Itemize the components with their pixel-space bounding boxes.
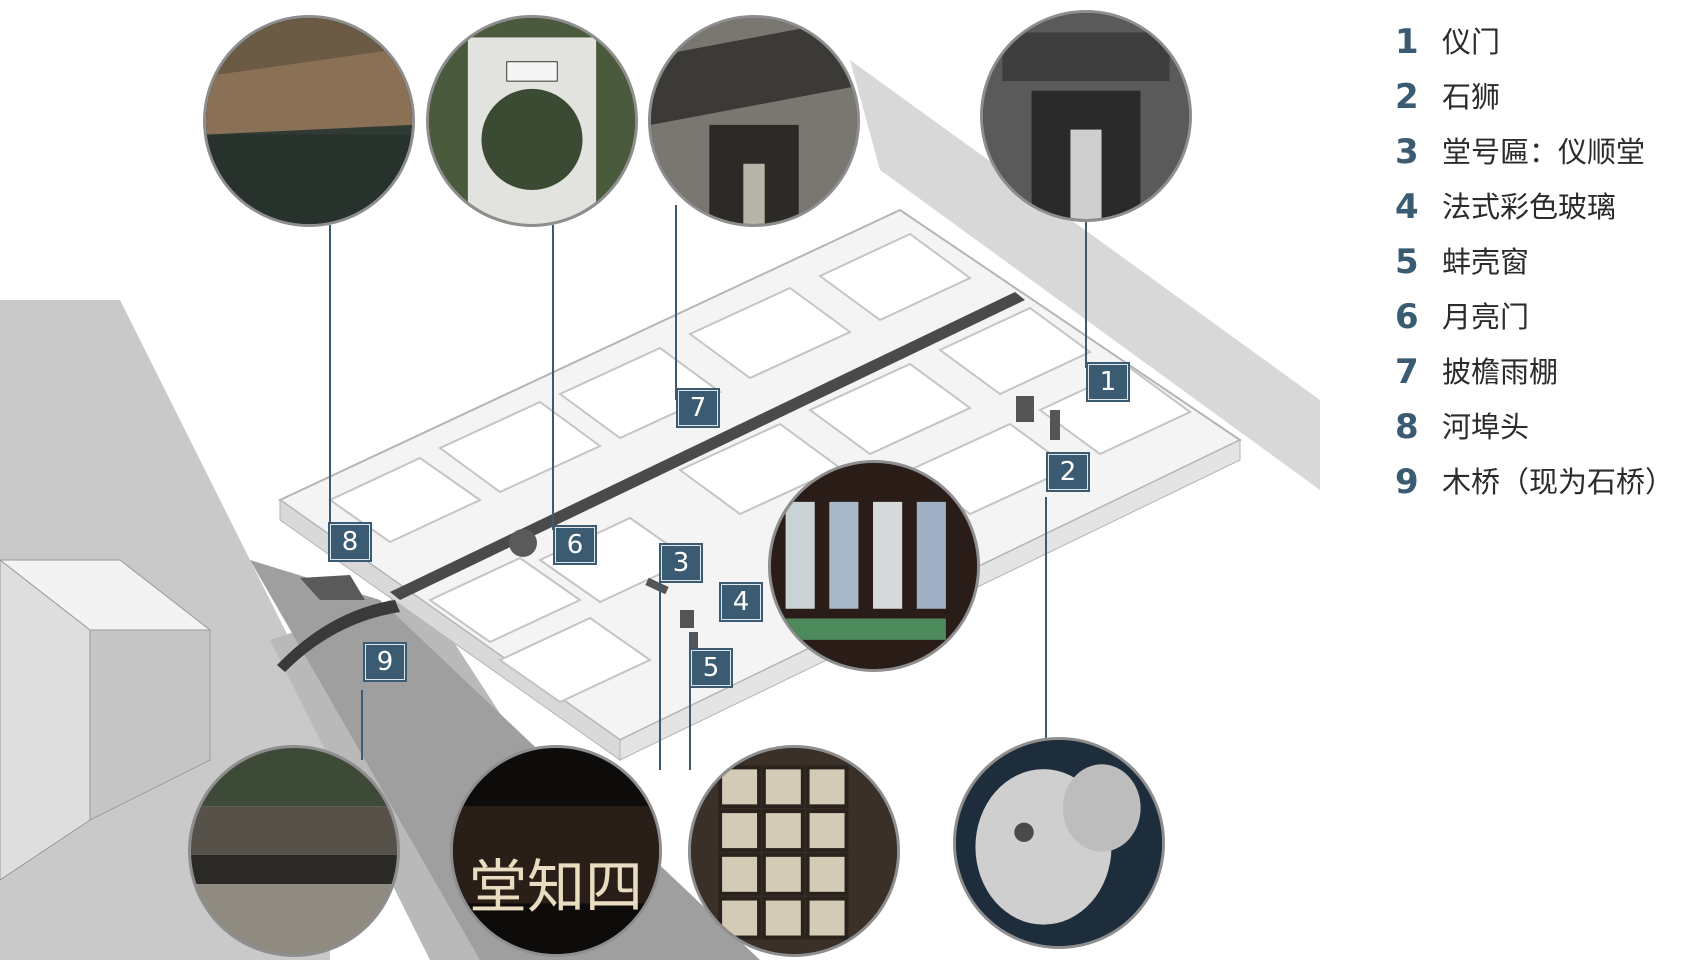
legend-label: 河埠头 — [1442, 410, 1530, 444]
room-lower-1 — [428, 556, 582, 644]
legend-number: 3 — [1395, 132, 1419, 172]
room-lower-3 — [498, 616, 652, 704]
plaque-inscription: 堂知四 — [468, 853, 643, 921]
room-upper-3 — [558, 346, 722, 440]
moon-gate-shape — [509, 529, 537, 557]
shell-window-object — [690, 632, 698, 648]
legend-item: 8 河埠头 — [1395, 403, 1695, 458]
photo-gate — [980, 10, 1192, 222]
legend-label: 月亮门 — [1442, 300, 1530, 334]
legend-item: 5 蚌壳窗 — [1395, 238, 1695, 293]
legend-number: 9 — [1395, 462, 1419, 502]
legend-item: 2 石狮 — [1395, 73, 1695, 128]
room-upper-2 — [438, 400, 602, 494]
legend-item: 9 木桥（现为石桥） — [1395, 458, 1695, 513]
legend-item: 3 堂号匾：仪顺堂 — [1395, 128, 1695, 183]
marker-5: 5 — [689, 648, 733, 688]
legend-item: 7 披檐雨棚 — [1395, 348, 1695, 403]
glass-object — [680, 610, 694, 628]
legend-item: 1 仪门 — [1395, 18, 1695, 73]
legend-label: 披檐雨棚 — [1442, 355, 1559, 389]
marker-6: 6 — [553, 525, 597, 565]
legend-number: 7 — [1395, 352, 1419, 392]
room-lower-6 — [938, 306, 1092, 396]
pier-object — [300, 575, 365, 600]
room-upper-4 — [688, 286, 852, 380]
gate-object — [1016, 396, 1034, 422]
photo-eave-canopy — [648, 15, 860, 227]
photo-river-pier — [203, 15, 415, 227]
legend-number: 2 — [1395, 77, 1419, 117]
marker-2: 2 — [1046, 452, 1090, 492]
legend-item: 4 法式彩色玻璃 — [1395, 183, 1695, 238]
central-alley — [390, 292, 1025, 600]
marker-7: 7 — [676, 388, 720, 428]
legend-label: 蚌壳窗 — [1442, 245, 1530, 279]
lion-object — [1050, 410, 1060, 440]
bridge-shape — [277, 600, 400, 672]
legend-label: 堂号匾：仪顺堂 — [1442, 135, 1646, 169]
legend-number: 1 — [1395, 22, 1419, 62]
legend-number: 4 — [1395, 187, 1419, 227]
legend-number: 5 — [1395, 242, 1419, 282]
legend-number: 6 — [1395, 297, 1419, 337]
legend-label: 石狮 — [1442, 80, 1501, 114]
photo-hall-plaque: 堂知四 — [450, 745, 662, 957]
legend-label: 法式彩色玻璃 — [1442, 190, 1617, 224]
photo-wooden-bridge — [188, 745, 400, 957]
room-lower-5 — [808, 362, 972, 456]
marker-8: 8 — [328, 522, 372, 562]
marker-3: 3 — [659, 543, 703, 583]
legend-label: 木桥（现为石桥） — [1442, 465, 1675, 499]
room-upper-5 — [818, 232, 972, 322]
photo-moon-gate — [426, 15, 638, 227]
marker-1: 1 — [1086, 362, 1130, 402]
plaque-object — [645, 577, 669, 595]
legend-number: 8 — [1395, 407, 1419, 447]
photo-stained-glass — [768, 460, 980, 672]
legend: 1 仪门 2 石狮 3 堂号匾：仪顺堂 4 法式彩色玻璃 5 蚌壳窗 6 月亮门 7 披檐雨棚… — [1395, 18, 1695, 513]
photo-stone-lion — [953, 737, 1165, 949]
marker-4: 4 — [719, 582, 763, 622]
marker-9: 9 — [363, 642, 407, 682]
photo-shell-window — [688, 745, 900, 957]
legend-item: 6 月亮门 — [1395, 293, 1695, 348]
legend-label: 仪门 — [1442, 25, 1501, 59]
